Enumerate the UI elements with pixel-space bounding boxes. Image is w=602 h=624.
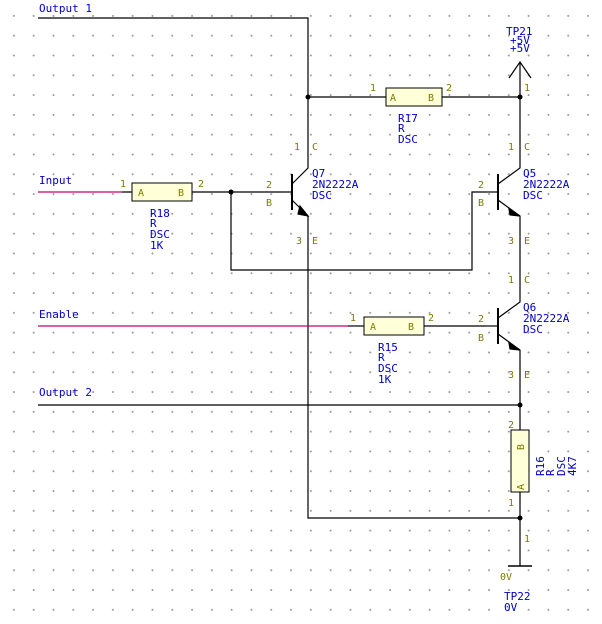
q5-symbol [486,140,521,226]
r17-ref: R17 [398,112,418,125]
q7-pin-b: 2 [266,180,272,191]
r16-body [510,429,530,493]
q7-part: 2N2222A [312,178,359,191]
r16-pkg: DSC [555,456,568,476]
labels: Output 1 Input Enable Output 2 TP21 +5V … [39,2,579,614]
tp22-name: TP22 [504,590,531,603]
q6-pin-e: 3 [508,370,514,381]
r18-ref: R18 [150,207,170,220]
wires [38,17,521,566]
net-label-output1: Output 1 [39,2,92,15]
net-label-enable: Enable [39,308,79,321]
q7-pin-e: 3 [296,236,302,247]
q5-lbl-e: E [524,236,530,247]
tp21-arrow-symbol [508,60,532,79]
r15-side-a: A [370,322,376,333]
q7-lbl-b: B [266,198,272,209]
r15-type: R [378,351,385,364]
junctions [228,94,523,521]
q6-symbol [486,292,521,360]
r16-pin1: 1 [508,498,514,509]
q5-part: 2N2222A [523,178,570,191]
r18-pin2: 2 [198,179,204,190]
tp22-pin: 1 [524,534,530,545]
wire-q5-base-link [230,191,486,271]
junction-vcc [517,94,523,100]
resistor-leads [122,96,521,494]
q6-ref: Q6 [523,301,536,314]
tp21-value2: +5V [510,42,530,55]
q5-pin-c: 1 [508,142,514,153]
r18-side-a: A [138,188,144,199]
junction-q7-collector [305,94,311,100]
input-nets [38,191,348,327]
r17-side-a: A [390,93,396,104]
q6-lbl-b: B [478,333,484,344]
q7-lbl-c: C [312,142,318,153]
r16-ref: R16 [534,456,547,476]
q7-lbl-e: E [312,236,318,247]
wire-q7-emitter [307,226,520,519]
tp21-pin: 1 [524,83,530,94]
r17-type: R [398,122,405,135]
q7-ref: Q7 [312,167,325,180]
r16-type: R [544,469,557,476]
r15-side-b: B [408,322,414,333]
r18-side-b: B [178,188,184,199]
r18-pin1: 1 [120,179,126,190]
tp21-name: TP21 [506,25,533,38]
pin-labels: 1 1 2 A B 1 2 A B 1 2 A B 2 1 B A 1 C 2 … [120,83,530,583]
r15-pin1: 1 [350,313,356,324]
r16-side-a: A [516,484,527,490]
q7-pin-c: 1 [294,142,300,153]
tp21-value1: +5V [510,34,530,47]
r15-value: 1K [378,373,392,386]
wire-output1 [38,17,309,140]
q6-pin-c: 1 [508,275,514,286]
q5-pin-e: 3 [508,236,514,247]
q6-lbl-e: E [524,370,530,381]
junction-input [228,189,234,195]
r18-pkg: DSC [150,228,170,241]
r17-pin2: 2 [446,83,452,94]
q6-pin-b: 2 [478,314,484,325]
tp22-symbol-label: 0V [500,572,512,583]
q7-pkg: DSC [312,189,332,202]
q5-lbl-b: B [478,198,484,209]
r16-pin2: 2 [508,420,514,431]
r18-type: R [150,217,157,230]
q6-pkg: DSC [523,323,543,336]
q6-lbl-c: C [524,275,530,286]
q5-pin-b: 2 [478,180,484,191]
net-label-output2: Output 2 [39,386,92,399]
q5-pkg: DSC [523,189,543,202]
q6-part: 2N2222A [523,312,570,325]
resistor-bodies [131,87,530,493]
r15-pkg: DSC [378,362,398,375]
r16-value: 4K7 [566,456,579,476]
junction-ground [517,515,523,521]
junction-output2 [517,402,523,408]
r18-value: 1K [150,239,164,252]
tp22-value: 0V [504,601,518,614]
q5-lbl-c: C [524,142,530,153]
r15-pin2: 2 [428,313,434,324]
r15-ref: R15 [378,341,398,354]
net-label-input: Input [39,174,72,187]
q7-symbol [286,140,310,226]
r16-side-b: B [516,444,527,450]
r17-side-b: B [428,93,434,104]
r17-pin1: 1 [370,83,376,94]
q5-ref: Q5 [523,167,536,180]
r17-pkg: DSC [398,133,418,146]
